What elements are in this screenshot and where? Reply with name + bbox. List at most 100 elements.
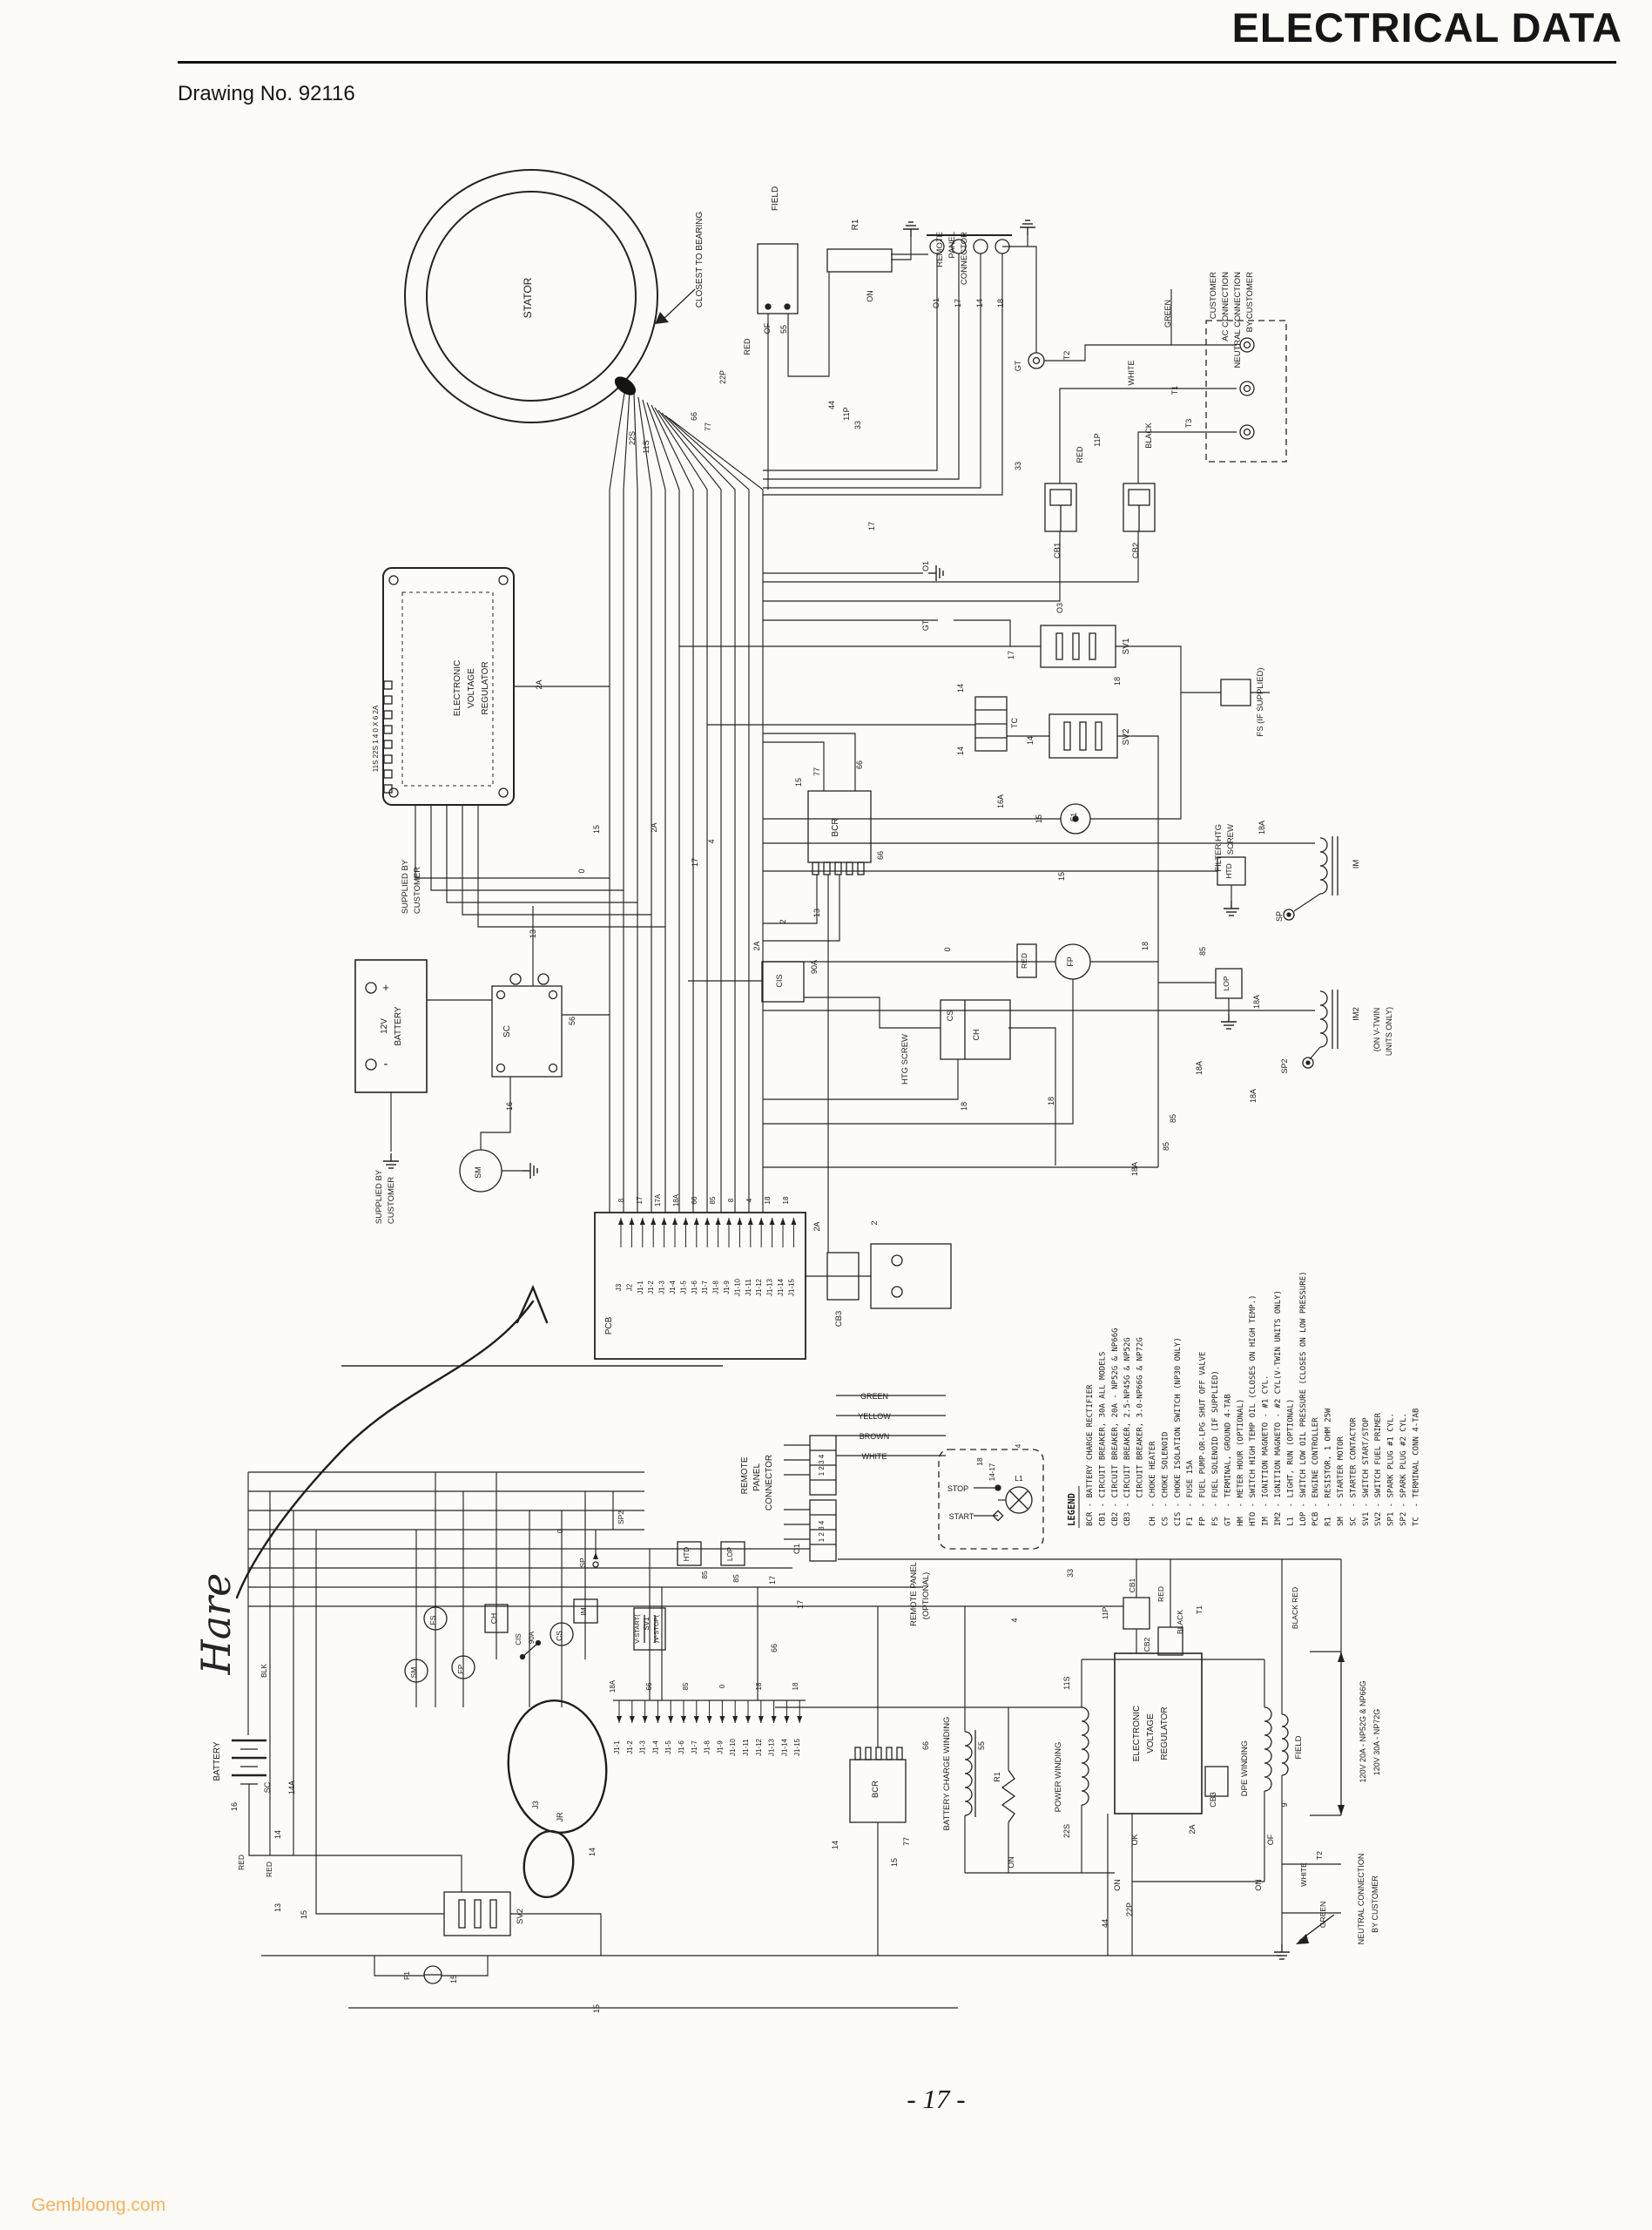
pin-arrow-icon [672,1218,678,1225]
remote-connector-lower [809,1499,837,1562]
pin-label: J1-9 [723,1281,731,1294]
pin-arrow-icon [791,1218,797,1225]
wl-18a-im2: 18A [1252,995,1261,1009]
pin-label: J1-6 [678,1740,685,1754]
voltage-regulator-box-bottom [1114,1652,1203,1814]
wl-90a: 90A [810,960,819,974]
wl-17-bot2: 17 [796,1600,805,1609]
wl-33-bot: 33 [1066,1569,1075,1578]
wl-4-rp: 4 [1014,1443,1022,1448]
red-label-right: RED [1075,446,1084,463]
wl-14-tc1: 14 [956,684,965,693]
wire [954,619,1041,647]
rpc2-label-2: PANEL [752,1463,762,1491]
terminal-strip-box [870,1243,952,1309]
wire [477,805,665,928]
red-label-fp: RED [1020,953,1028,969]
pin-arrow-icon [629,1218,635,1225]
legend-entry: L1 - LIGHT, RUN (OPTIONAL) [1286,1399,1295,1526]
wl-2a-cb3: 2A [813,1221,821,1231]
wire [1309,1046,1321,1060]
v120-label-1: 120V 20A - NP52G & NP66G [1359,1680,1367,1782]
cs-circle-bottom [550,1622,574,1646]
wire [609,387,626,1213]
wire-number: 18A [672,1193,680,1206]
terminal-bolt-t3 [1239,424,1255,440]
sp-label-bot: SP [578,1558,587,1568]
pin-arrow-icon [758,1716,764,1723]
wire [763,253,981,489]
header-rule [178,61,1616,64]
cb3-breaker-box [826,1252,860,1301]
green-label-top: GREEN [1163,300,1172,328]
wire [1002,246,1037,353]
wl-15-mid: 15 [592,825,601,834]
pin-arrow-icon [683,1218,689,1225]
components-layer [232,169,1345,1984]
pin-arrow-icon [693,1218,699,1225]
wl-85-lop: 85 [1198,947,1207,956]
wire [763,875,818,924]
pin-arrow-icon [706,1716,712,1723]
wl-22p-bot: 22P [1125,1902,1134,1916]
ground-icon [1019,220,1036,236]
f1-label: F1 [1069,813,1078,822]
wire [1059,388,1237,483]
pin-label: J1-14 [780,1738,788,1756]
pin-arrow-icon [651,1218,657,1225]
customer-ac-label-3: NEUTRAL CONNECTION [1233,272,1243,368]
cb1-box-bottom [1123,1597,1150,1630]
pin-label: J1-11 [742,1739,750,1756]
wire-number: 18 [755,1682,763,1690]
wire [430,805,624,891]
cb1-label-bot: CB1 [1128,1578,1136,1592]
wl-18-right: 18 [1141,942,1150,950]
wl-85-bot1: 85 [700,1571,709,1579]
pin-label: J1-15 [793,1738,801,1756]
legend-entry: IM - IGNITION MAGNETO - #1 CYL. [1262,1375,1271,1526]
pin-label: J1-12 [755,1278,763,1296]
stop-contact-dot [995,1484,1001,1491]
wl-17a: 17 [867,522,876,530]
handwritten-marks [235,1284,608,1899]
wl-2a-evr: 2A [535,679,543,689]
bcw-label: BATTERY CHARGE WINDING [942,1717,952,1831]
on-label-bot1: ON [1007,1856,1015,1868]
on-label-top: ON [866,290,874,302]
rpc2-label-1: REMOTE [740,1456,750,1494]
pin-label: J1-4 [669,1281,677,1294]
white-label-bot2: WHITE [1299,1862,1308,1887]
wl-18-ch: 18 [1047,1097,1055,1105]
wl-11p-bot: 11P [1101,1606,1109,1619]
pin-label: J1-10 [729,1738,737,1756]
bcr-rectifier [807,790,872,875]
pin-arrow-icon [745,1716,751,1723]
v120-label-2: 120V 30A - NP72G [1372,1709,1381,1776]
pin-label: J1-2 [647,1281,655,1294]
wire-number: 85 [682,1682,690,1690]
wl-4-mid: 4 [707,839,716,843]
wire [654,407,708,1213]
pw-label: POWER WINDING [1054,1742,1063,1813]
bearing-arrow-head [655,312,669,324]
wl-55: 55 [779,325,788,334]
field-terminal-2 [784,303,791,310]
wl-o1-bot: O1 [792,1544,801,1554]
sp2-label-bot: SP2 [617,1510,625,1524]
closest-to-bearing-label: CLOSEST TO BEARING [695,211,705,307]
pin-arrow-icon [629,1716,635,1723]
wire [646,402,680,1213]
lop-label-bot: LOP [726,1547,734,1561]
legend-entry: SP2 - SPARK PLUG #2 CYL. [1399,1413,1408,1526]
wire-number: 18A [609,1679,617,1693]
wl-17-sv1: 17 [1007,651,1015,659]
legend-entry: CB2 - CIRCUIT BREAKER, 20A - NP52G & NP6… [1111,1328,1120,1526]
remote-connector-pin-1 [929,239,945,254]
j3-label-bot: J3 [531,1801,540,1809]
f1-fuse-bottom [423,1965,442,1984]
l1-label: L1 [1015,1474,1023,1483]
f1-label-bot: F1 [402,1971,411,1980]
wl-77-bcr: 77 [813,767,821,776]
pin-arrow-icon [719,1716,725,1723]
terminal-bolt-t1 [1239,381,1255,396]
